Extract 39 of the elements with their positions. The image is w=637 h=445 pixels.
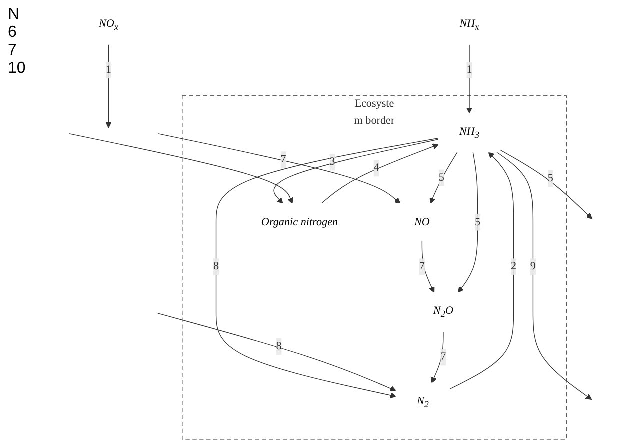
arrow [68,133,294,204]
edge-label: 7 [280,154,286,166]
note-text: 7 [8,42,18,60]
arrow [500,150,593,220]
edge-label: 7 [419,260,425,273]
node-text: N$_{2}$ [417,396,430,410]
arrow [496,152,592,400]
arrow [430,152,458,204]
edge-label: 5 [548,172,554,184]
arrow [450,152,514,390]
edge-label: 7 [440,351,446,363]
edge-label: 5 [475,216,481,228]
edge-label: 3 [330,156,336,168]
arrow [158,133,401,204]
edge-label: 1 [466,64,472,76]
edge-label: 8 [276,340,282,352]
node-text: NO$_{x}$ [98,18,119,32]
note-text: 6 [8,24,18,42]
node-text: NO [414,216,430,228]
note-text: 10 [8,60,26,78]
edge-label: 2 [510,260,517,273]
arrow [106,44,112,128]
edge-label: 8 [213,260,220,273]
note-text: N [8,6,21,24]
arrow [216,138,439,398]
node-text: Organic nitrogen [261,216,338,228]
arrow [431,331,444,384]
edge-label: 1 [106,64,112,76]
edge-label: 9 [530,260,536,273]
node-text: NH$_{x}$ [460,18,480,32]
arrow [321,144,439,204]
arrow [274,139,439,204]
node-text: N$_{2}$O [433,305,454,320]
edge-label: 4 [374,162,380,174]
arrow [422,240,435,293]
edge-label: 5 [438,172,444,184]
arrow [458,152,478,293]
arrow [158,313,396,392]
node-text: NH$_{3}$ [459,126,480,140]
